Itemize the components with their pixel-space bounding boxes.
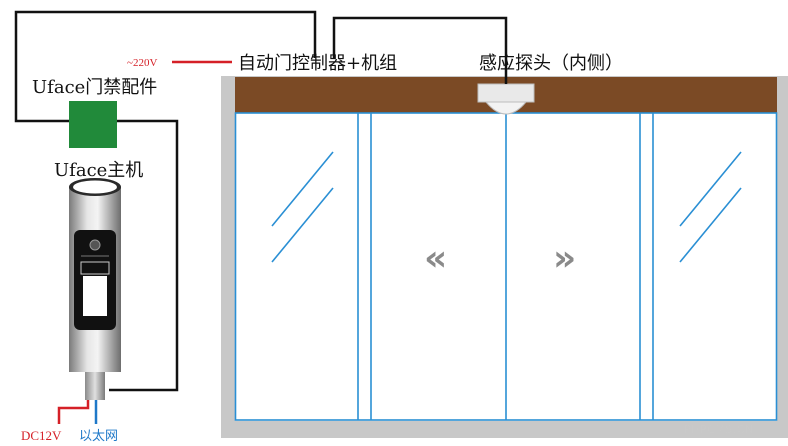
watermark: PHPCMS.CN <box>684 423 754 436</box>
open-right-arrow-icon: » <box>553 238 576 279</box>
uface-accessory-box <box>69 101 117 148</box>
accessory-label: Uface门禁配件 <box>32 77 157 98</box>
camera-icon <box>89 239 101 251</box>
door-frame <box>221 76 788 438</box>
motion-sensor-icon <box>477 83 535 115</box>
sensor-label: 感应探头（内侧） <box>479 53 623 74</box>
uface-host-device <box>69 178 121 400</box>
dc-power-label: DC12V <box>21 428 62 443</box>
wiring <box>14 10 508 392</box>
controller-label: 自动门控制器+机组 <box>238 53 397 74</box>
ac-power-label: ~220V <box>127 57 157 69</box>
dc-power-line <box>57 400 90 424</box>
host-label: Uface主机 <box>54 160 143 181</box>
open-left-arrow-icon: « <box>424 238 447 279</box>
ethernet-label: 以太网 <box>79 428 118 443</box>
